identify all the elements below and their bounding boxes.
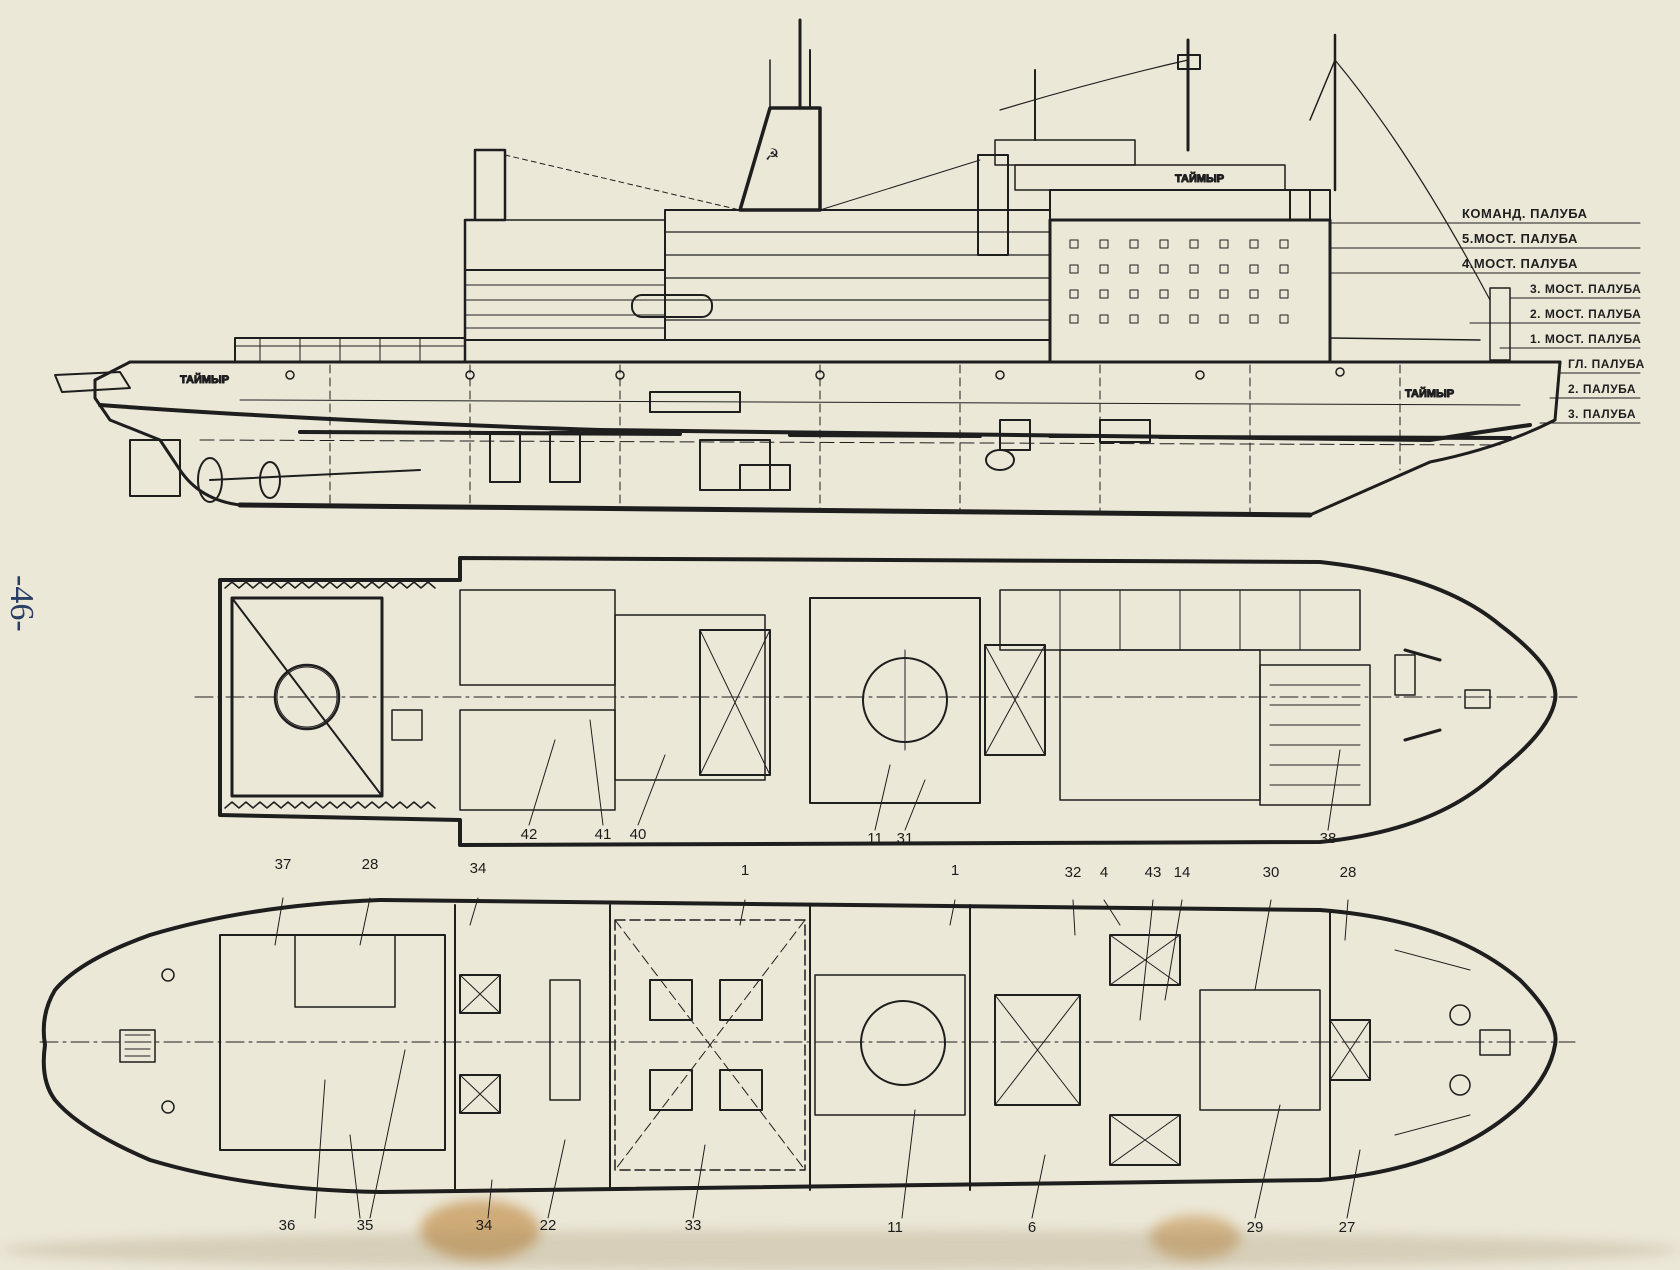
deck-label-bridge-1: 1. МОСТ. ПАЛУБА <box>1530 332 1642 346</box>
callout-number: 36 <box>278 1217 296 1234</box>
callout-number: 34 <box>469 860 487 877</box>
callout-number: 31 <box>896 830 914 847</box>
callout-number: 34 <box>475 1217 493 1234</box>
deck-label-bridge-3: 3. МОСТ. ПАЛУБА <box>1530 282 1642 296</box>
callout-number: 22 <box>539 1217 557 1234</box>
deck-label-second: 2. ПАЛУБА <box>1568 382 1636 396</box>
callout-number: 29 <box>1246 1219 1264 1236</box>
deck-label-main: ГЛ. ПАЛУБА <box>1568 357 1645 371</box>
rust-stain <box>1150 1215 1240 1260</box>
deck-label-third: 3. ПАЛУБА <box>1568 407 1636 421</box>
callout-number: 1 <box>740 862 750 879</box>
callout-number: 4 <box>1099 864 1109 881</box>
callout-number: 11 <box>867 830 883 847</box>
callout-number: 27 <box>1338 1219 1356 1236</box>
callout-number: 40 <box>629 826 647 843</box>
callout-number: 30 <box>1262 864 1280 881</box>
deck-label-command: КОМАНД. ПАЛУБА <box>1462 206 1588 221</box>
callout-number: 6 <box>1027 1219 1037 1236</box>
callout-number: 33 <box>684 1217 702 1234</box>
callout-number: 11 <box>887 1219 903 1236</box>
callout-number: 1 <box>950 862 960 879</box>
page-number: -46- <box>3 575 40 632</box>
upper-deck-plan <box>194 556 1581 847</box>
deck-label-bridge-2: 2. МОСТ. ПАЛУБА <box>1530 307 1642 321</box>
deck-label-bridge-4: 4.МОСТ. ПАЛУБА <box>1462 256 1578 271</box>
callout-number: 32 <box>1064 864 1082 881</box>
callout-leaders <box>274 719 1361 1219</box>
callout-number: 42 <box>520 826 538 843</box>
ship-name-bow: ТАЙМЫР <box>1405 387 1454 400</box>
callout-number: 28 <box>1339 864 1357 881</box>
callout-number: 37 <box>274 856 292 873</box>
lower-deck-plan <box>39 898 1576 1194</box>
callout-number: 43 <box>1144 864 1162 881</box>
rust-stain <box>420 1200 540 1260</box>
callout-number: 35 <box>356 1217 374 1234</box>
callout-number: 41 <box>594 826 612 843</box>
svg-text:☭: ☭ <box>765 147 779 164</box>
superstructure-name: ТАЙМЫР <box>1175 172 1224 185</box>
side-elevation: ☭ <box>54 18 1641 518</box>
callout-number: 14 <box>1173 864 1191 881</box>
ship-name-stern: ТАЙМЫР <box>180 373 229 386</box>
callout-number: 28 <box>361 856 379 873</box>
deck-label-bridge-5: 5.МОСТ. ПАЛУБА <box>1462 231 1578 246</box>
callout-number: 38 <box>1319 830 1337 847</box>
